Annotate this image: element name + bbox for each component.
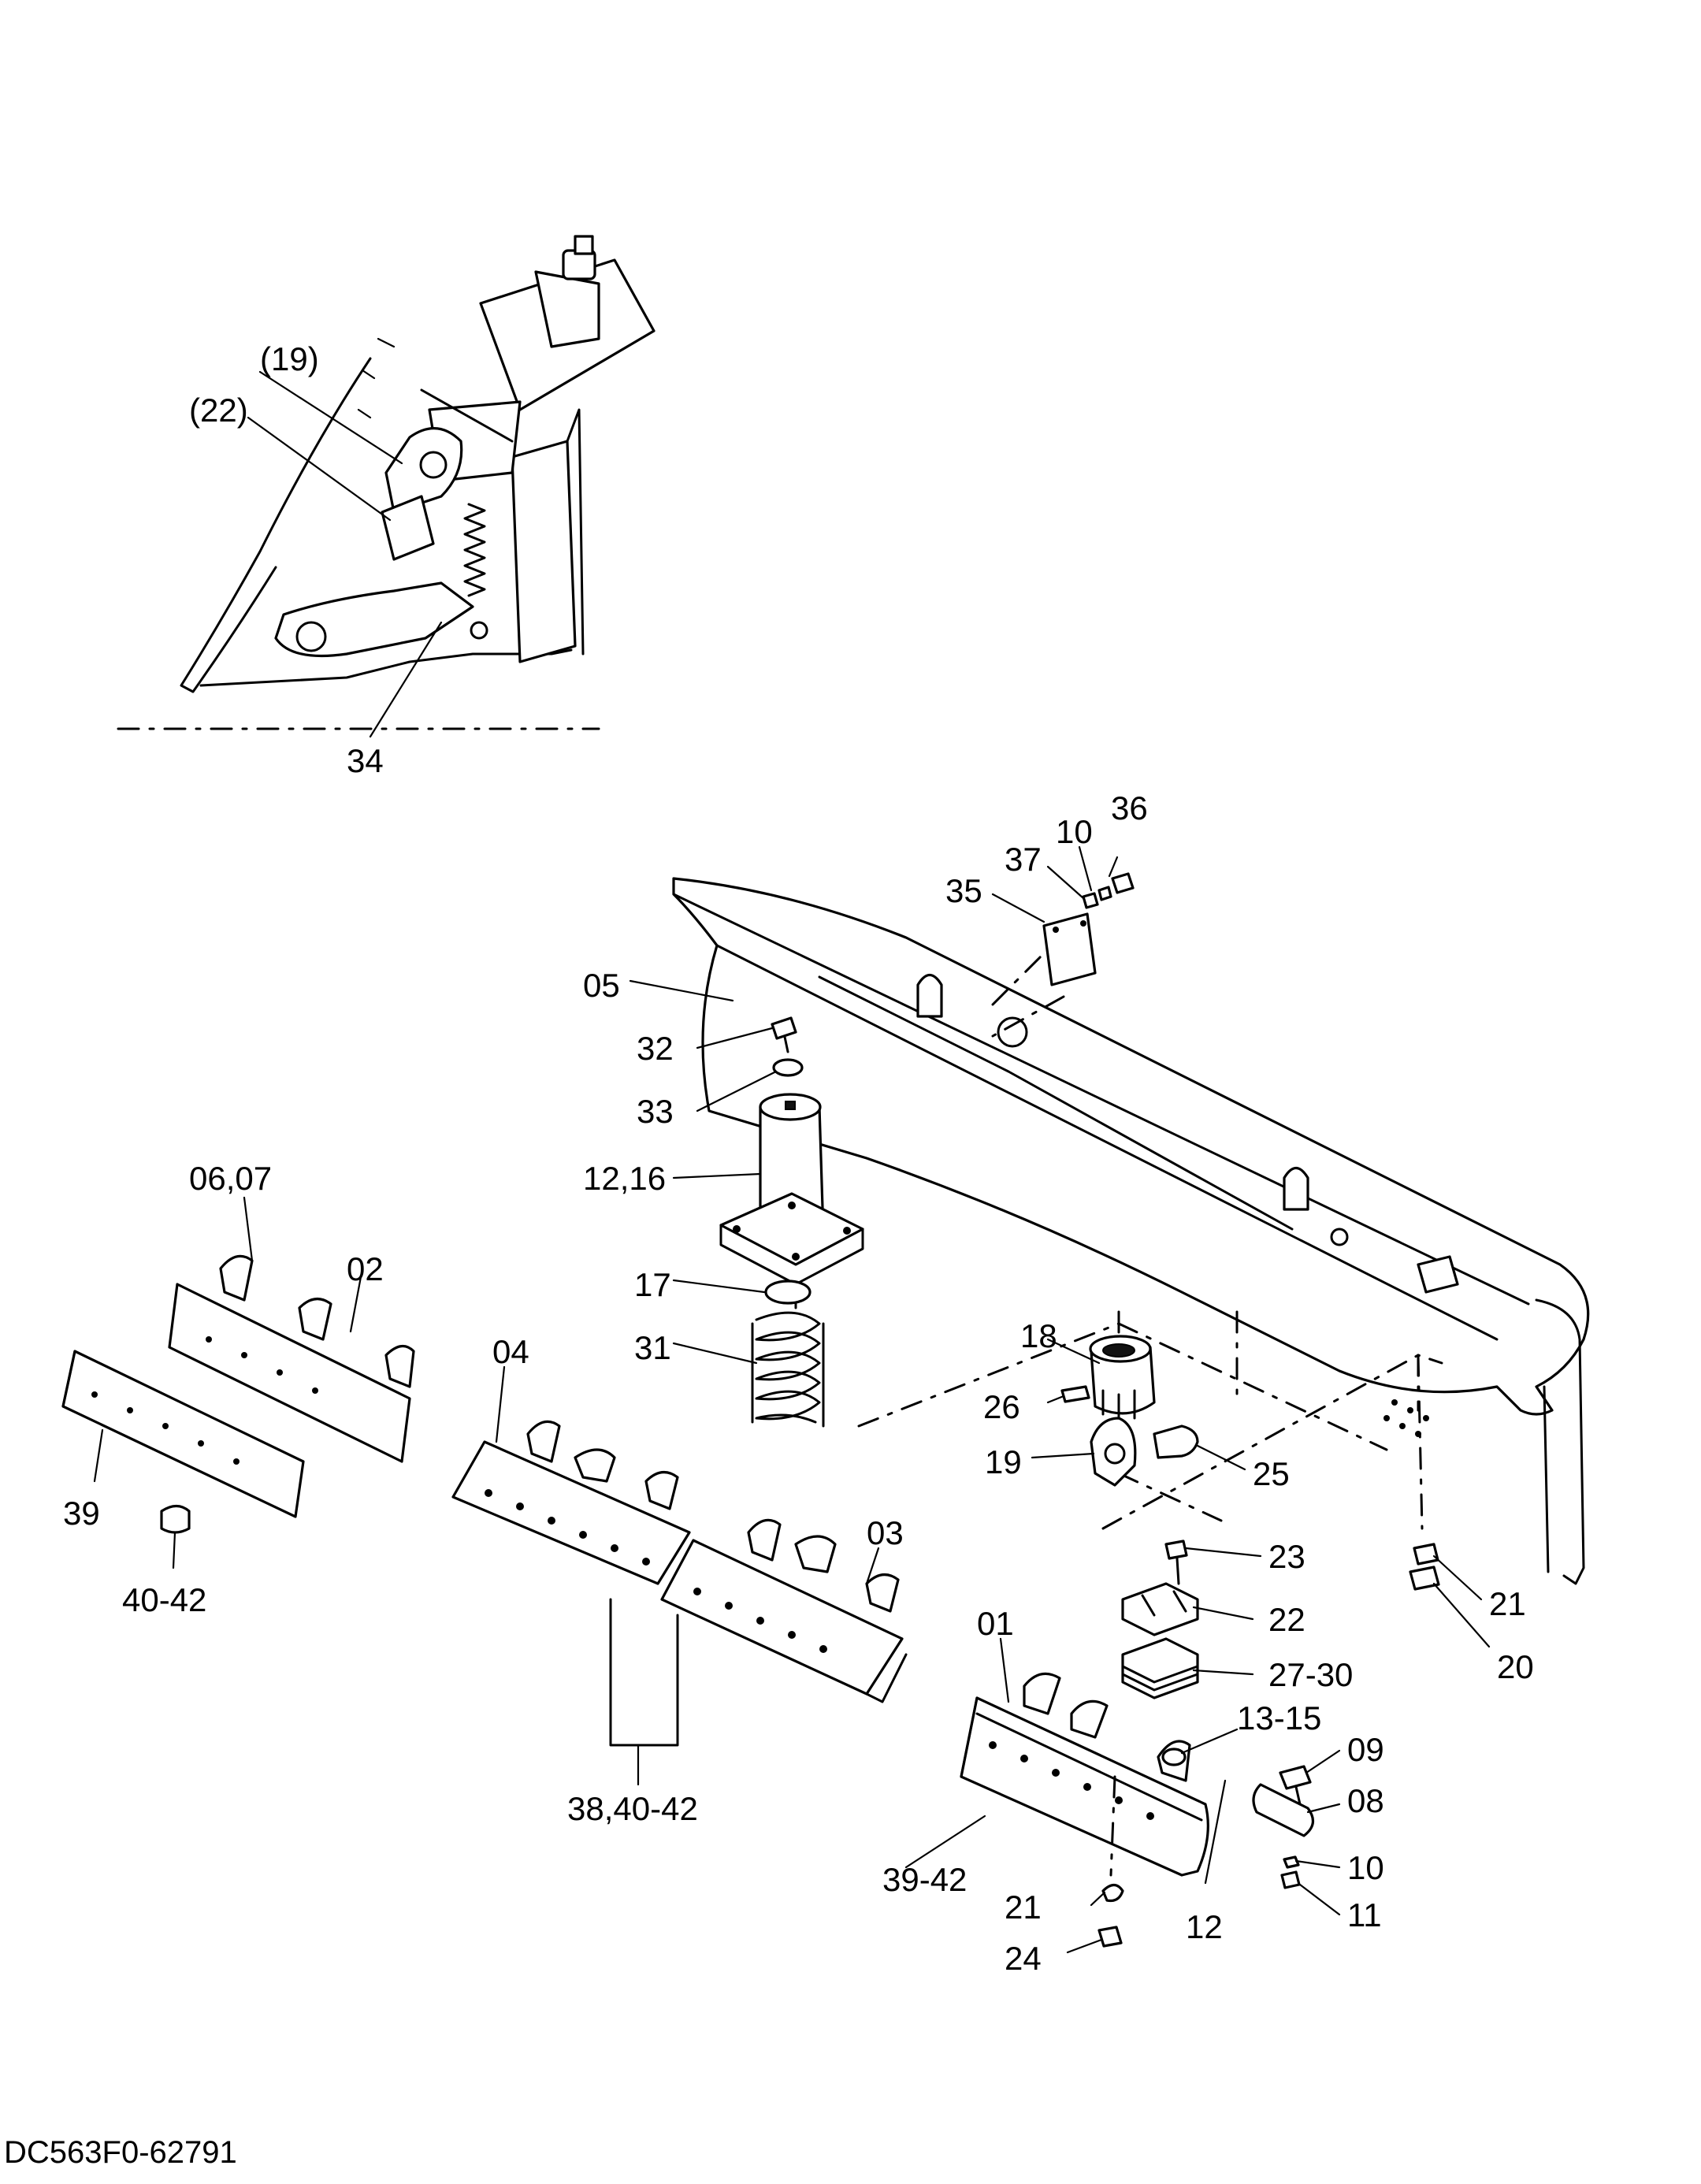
callout-39-42: 39-42 — [882, 1861, 967, 1898]
pin-08 — [1252, 1783, 1314, 1837]
block-22 — [1121, 1582, 1199, 1636]
callout-12: 12 — [1186, 1908, 1223, 1945]
callout-06-07: 06,07 — [189, 1160, 272, 1197]
callout-27-30: 27-30 — [1268, 1656, 1353, 1693]
callout-36: 36 — [1111, 789, 1148, 826]
callout-39: 39 — [63, 1495, 100, 1532]
lift-cylinder-stack — [719, 1016, 864, 1428]
pin-26 — [1060, 1385, 1090, 1403]
callout-17: 17 — [634, 1266, 671, 1303]
bracket-19 — [1090, 1417, 1137, 1487]
callout-13-15: 13-15 — [1237, 1699, 1321, 1736]
callout-20: 20 — [1497, 1648, 1534, 1685]
callout-19: 19 — [985, 1443, 1022, 1480]
cylinder-bracket-plate — [511, 440, 577, 663]
cutting-edge-04 — [451, 1440, 691, 1585]
dozer-blade-assembly — [672, 877, 1590, 1585]
callout-04: 04 — [492, 1333, 529, 1370]
clevis-inset — [384, 427, 463, 514]
callout-19-ref: (19) — [260, 340, 319, 377]
callout-02: 02 — [347, 1250, 384, 1287]
washer-13-15 — [1161, 1748, 1187, 1766]
drawing-code: DC563F0-62791 — [4, 2135, 237, 2170]
bolt-09 — [1279, 1765, 1312, 1790]
callout-10-bottom: 10 — [1347, 1849, 1384, 1886]
callout-22: 22 — [1268, 1601, 1305, 1638]
callout-08: 08 — [1347, 1782, 1384, 1819]
callout-22-ref: (22) — [189, 392, 248, 429]
blade-bolt-pattern — [1383, 1399, 1429, 1437]
callout-18: 18 — [1020, 1317, 1057, 1354]
end-bit-02-assembly — [61, 1254, 415, 1534]
washer-21-right — [1413, 1543, 1439, 1566]
bolt-36 — [1111, 872, 1135, 894]
bolt-40-42-left — [160, 1504, 191, 1534]
nut-24 — [1097, 1926, 1123, 1948]
callout-labels: (19) (22) 34 36 10 37 35 05 32 33 12,16 … — [63, 340, 1534, 1977]
leader-lines — [93, 845, 1491, 1954]
spacer-17 — [764, 1280, 812, 1305]
callout-05: 05 — [583, 967, 620, 1004]
mount-hardware — [1121, 1540, 1440, 1699]
nut-20 — [1409, 1566, 1440, 1591]
callout-03: 03 — [867, 1514, 904, 1551]
push-arm — [274, 581, 474, 658]
blade-body — [672, 877, 1590, 1416]
end-bit-02 — [168, 1283, 411, 1463]
callout-24: 24 — [1005, 1940, 1042, 1977]
washer-10-bottom — [1283, 1855, 1300, 1869]
callout-40-42: 40-42 — [122, 1581, 206, 1618]
callout-12-16: 12,16 — [583, 1160, 666, 1197]
end-bit-01-assembly — [960, 1672, 1314, 1948]
callout-34: 34 — [347, 742, 384, 779]
callout-23: 23 — [1268, 1538, 1305, 1575]
spring-31 — [755, 1311, 821, 1424]
bolt-23 — [1164, 1540, 1188, 1560]
cover-plate — [1042, 912, 1097, 986]
callout-01: 01 — [977, 1605, 1014, 1642]
pin-25 — [1153, 1424, 1199, 1459]
cover-plate-group — [991, 872, 1135, 1006]
washer-21-bottom — [1101, 1883, 1124, 1903]
shim-block-inset — [381, 495, 435, 561]
callout-26: 26 — [983, 1388, 1020, 1425]
callout-21-bottom: 21 — [1005, 1889, 1042, 1926]
pivot-assembly — [1060, 1335, 1199, 1487]
callout-38-40-42: 38,40-42 — [567, 1790, 698, 1827]
callout-11: 11 — [1347, 1896, 1382, 1933]
nut-11 — [1280, 1870, 1301, 1889]
washer-33 — [772, 1058, 804, 1077]
callout-31: 31 — [634, 1329, 671, 1366]
callout-21-right: 21 — [1489, 1585, 1526, 1622]
inset-detail-view — [117, 235, 656, 738]
lift-cylinder-inset — [420, 235, 656, 482]
callout-32: 32 — [637, 1030, 674, 1067]
callout-35: 35 — [945, 872, 982, 909]
callout-09: 09 — [1347, 1731, 1384, 1768]
callout-25: 25 — [1253, 1455, 1290, 1492]
center-cutting-edges — [451, 1420, 908, 1703]
bolt-32 — [771, 1016, 797, 1040]
cutting-edge-03 — [660, 1539, 904, 1696]
callout-33: 33 — [637, 1093, 674, 1130]
callout-37: 37 — [1005, 841, 1042, 878]
tension-spring-inset — [463, 503, 486, 597]
callout-10-top: 10 — [1056, 813, 1093, 850]
